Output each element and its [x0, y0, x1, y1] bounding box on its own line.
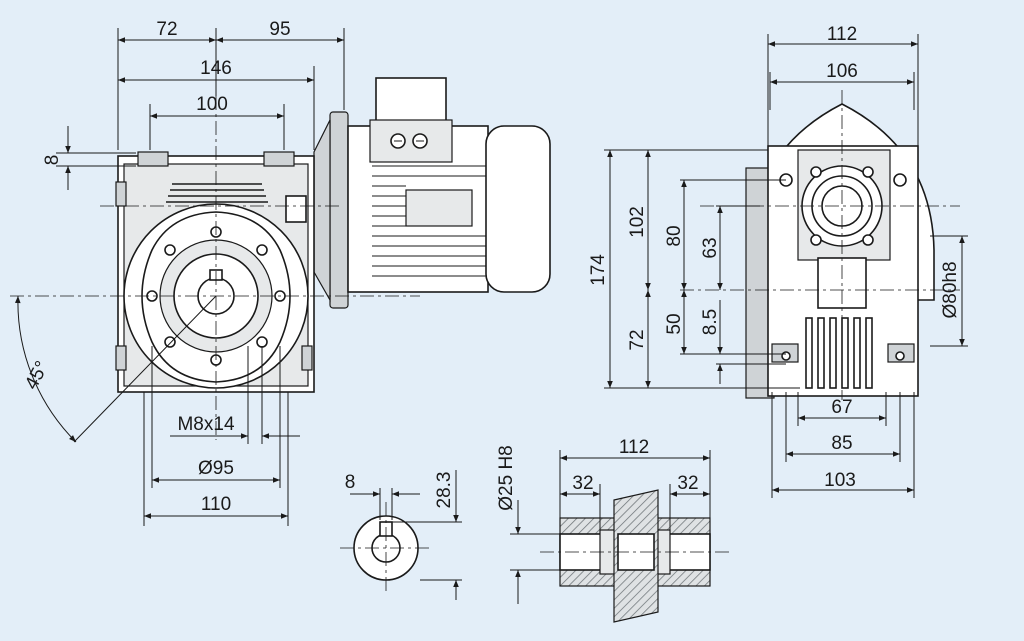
- hollow-dim-32-left-label: 32: [572, 473, 593, 494]
- dim-174-label: 174: [588, 254, 609, 286]
- dim-63-label: 63: [700, 237, 721, 258]
- dim-8-5-label: 8.5: [700, 309, 721, 335]
- dim-45-deg-label: 45°: [21, 358, 53, 393]
- hollow-dim-32-right-label: 32: [677, 473, 698, 494]
- hollow-shaft-section: Ø25 H8 112 32 32: [496, 437, 730, 623]
- hollow-dim-112-label: 112: [619, 437, 649, 458]
- dim-100-label: 100: [196, 94, 228, 115]
- dim-106-label: 106: [826, 61, 858, 82]
- dim-102-label: 102: [627, 206, 648, 238]
- dim-112-label: 112: [827, 24, 857, 45]
- motor-fins: [372, 165, 486, 277]
- motor-body: [313, 77, 551, 309]
- dim-95-label: 95: [269, 19, 290, 40]
- dim-110-label: 110: [201, 494, 231, 515]
- dim-8-flange-label: 8: [42, 155, 63, 166]
- dim-72-side-label: 72: [627, 329, 648, 350]
- front-view: 72 95 146 100 8 45° M8x14 Ø95: [10, 19, 551, 526]
- shaft-section: 8 28.3: [340, 470, 462, 600]
- dim-50-label: 50: [664, 313, 685, 334]
- shaft-dim-28-3-label: 28.3: [434, 472, 455, 509]
- gearbox-housing: [115, 151, 315, 393]
- dim-67-label: 67: [831, 397, 852, 418]
- side-fins: [805, 317, 873, 389]
- hollow-dim-25h8-label: Ø25 H8: [496, 445, 517, 510]
- shaft-dim-8-label: 8: [345, 472, 356, 493]
- housing-fins: [166, 183, 268, 203]
- dim-72-label: 72: [156, 19, 177, 40]
- dim-80h8-label: Ø80h8: [940, 261, 961, 318]
- dim-146-label: 146: [200, 58, 232, 79]
- dim-85-label: 85: [831, 433, 852, 454]
- dim-m8x14-label: M8x14: [177, 414, 234, 435]
- dim-80-label: 80: [664, 225, 685, 246]
- dim-95-dia-label: Ø95: [198, 458, 234, 479]
- dim-103-label: 103: [824, 470, 856, 491]
- side-view: 112 106 174 102 72 80 50 63 8.5 Ø80h8: [588, 24, 968, 498]
